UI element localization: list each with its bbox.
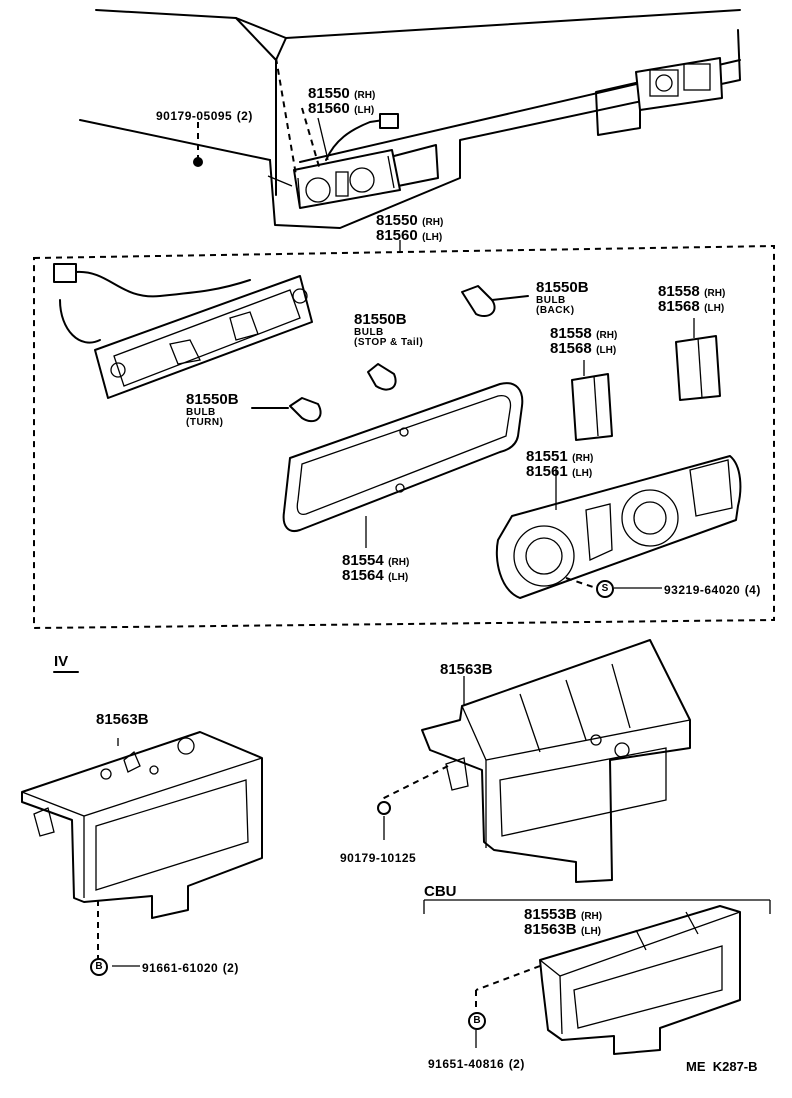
bulb-label: BULB xyxy=(186,407,216,418)
side-suffix: (LH) xyxy=(581,926,601,937)
label-screw-top: 90179-05095 (2) xyxy=(156,108,253,124)
label-gasket-lh: 81564 (LH) xyxy=(342,568,408,584)
bulb-back-drawing xyxy=(461,285,529,318)
bolt-mark-icon: B xyxy=(90,958,108,976)
bolt-mark-icon: B xyxy=(468,1012,486,1030)
reflector-right-drawing xyxy=(675,318,721,401)
label-bracket-cbu-lh: 81563B (LH) xyxy=(524,922,601,938)
label-bracket-mid: 81563B xyxy=(440,661,493,678)
bulb-type: (TURN) xyxy=(186,417,224,428)
part-number: 81564 xyxy=(342,567,384,584)
part-number: 81560 xyxy=(308,100,350,117)
side-suffix: (RH) xyxy=(354,90,376,101)
label-reflector-mid-lh: 81568 (LH) xyxy=(550,341,616,357)
side-suffix: (LH) xyxy=(572,468,593,479)
part-number: 93219-64020 xyxy=(664,583,741,597)
label-bracket-cbu: 81553B (RH) xyxy=(524,907,602,923)
label-lens-screw: 93219-64020 (4) xyxy=(664,582,761,598)
part-number: 81568 xyxy=(550,340,592,357)
label-bracket-iv: 81563B xyxy=(96,711,149,728)
quantity: (2) xyxy=(236,109,253,123)
label-nut-mid: 90179-10125 xyxy=(340,850,416,866)
part-number: 81550 xyxy=(376,212,418,229)
label-reflector-right: 81558 (RH) xyxy=(658,284,725,300)
part-number: 90179-05095 xyxy=(156,109,233,123)
part-number: 81560 xyxy=(376,227,418,244)
label-lamp-assy-lh: 81560 (LH) xyxy=(376,228,442,244)
part-number: 81558 xyxy=(550,325,592,342)
gasket-drawing xyxy=(282,382,524,548)
label-bulb-turn: 81550B BULB (TURN) xyxy=(186,392,239,428)
screw-mark-icon: S xyxy=(596,580,614,598)
side-suffix: (LH) xyxy=(354,105,375,116)
quantity: (2) xyxy=(222,961,239,975)
side-suffix: (RH) xyxy=(581,911,603,922)
bulb-label: BULB xyxy=(354,327,384,338)
part-number: 81550B xyxy=(536,279,589,296)
part-number: 81563B xyxy=(524,921,577,938)
label-bolt-cbu: 91651-40816 (2) xyxy=(428,1056,525,1072)
bulb-turn-drawing xyxy=(251,397,322,423)
side-suffix: (RH) xyxy=(596,330,618,341)
reference-code: ME K287-B xyxy=(686,1059,758,1074)
label-lens-lh: 81561 (LH) xyxy=(526,464,592,480)
part-number: 81553B xyxy=(524,906,577,923)
section-cbu-label: CBU xyxy=(424,883,457,900)
part-number: 81554 xyxy=(342,552,384,569)
bulb-type: (BACK) xyxy=(536,305,575,316)
reflector-mid-drawing xyxy=(571,360,613,441)
part-number: 91661-61020 xyxy=(142,961,219,975)
label-gasket: 81554 (RH) xyxy=(342,553,409,569)
label-bulb-back: 81550B BULB (BACK) xyxy=(536,280,589,316)
side-suffix: (LH) xyxy=(704,303,725,314)
label-lamp-assy-top-lh: 81560 (LH) xyxy=(308,101,374,117)
part-number: 81550B xyxy=(186,391,239,408)
bracket-iv-drawing xyxy=(21,671,263,967)
label-bolt-iv: 91661-61020 (2) xyxy=(142,960,239,976)
side-suffix: (RH) xyxy=(422,217,444,228)
side-suffix: (LH) xyxy=(388,572,409,583)
label-reflector-mid: 81558 (RH) xyxy=(550,326,617,342)
part-number: 90179-10125 xyxy=(340,851,417,865)
side-suffix: (RH) xyxy=(572,453,594,464)
part-number: 81561 xyxy=(526,463,568,480)
label-lens: 81551 (RH) xyxy=(526,449,593,465)
bulb-type: (STOP & Tail) xyxy=(354,337,424,348)
side-suffix: (LH) xyxy=(596,345,617,356)
label-lamp-assy-top: 81550 (RH) xyxy=(308,86,375,102)
part-number: 81551 xyxy=(526,448,568,465)
label-lamp-assy: 81550 (RH) xyxy=(376,213,443,229)
side-suffix: (RH) xyxy=(388,557,410,568)
part-number: 81558 xyxy=(658,283,700,300)
part-number: 81550B xyxy=(354,311,407,328)
side-suffix: (RH) xyxy=(704,288,726,299)
bulb-stop-drawing xyxy=(367,363,397,391)
part-number: 81550 xyxy=(308,85,350,102)
label-reflector-right-lh: 81568 (LH) xyxy=(658,299,724,315)
leader-lines xyxy=(197,57,401,252)
lens-drawing xyxy=(495,455,742,599)
side-suffix: (LH) xyxy=(422,232,443,243)
socket-wire-assy xyxy=(53,263,313,399)
part-number: 81568 xyxy=(658,298,700,315)
section-iv-label: IV xyxy=(54,653,69,670)
label-bulb-stop: 81550B BULB (STOP & Tail) xyxy=(354,312,423,348)
vehicle-rear-body xyxy=(79,9,741,229)
assembly-dashed-box xyxy=(33,244,775,630)
bracket-cbu-drawing xyxy=(423,899,771,1055)
quantity: (2) xyxy=(508,1057,525,1071)
bracket-mid-drawing xyxy=(377,639,691,883)
quantity: (4) xyxy=(744,583,761,597)
part-number: 91651-40816 xyxy=(428,1057,505,1071)
bulb-label: BULB xyxy=(536,295,566,306)
